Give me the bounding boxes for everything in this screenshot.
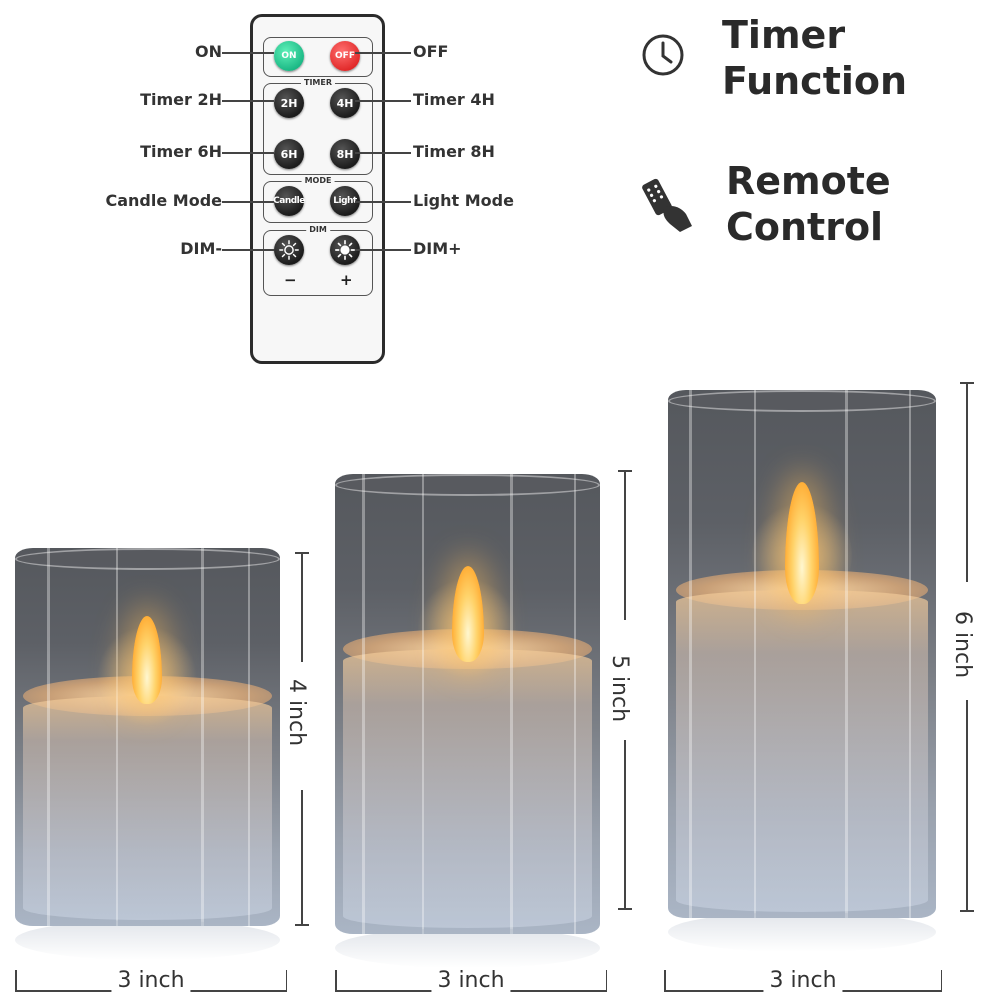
off-button[interactable]: OFF [330,41,360,71]
glass-highlight [200,548,204,926]
leader-line [222,249,274,251]
timer-group-label: TIMER [300,77,336,89]
height-dimension-large [960,382,974,912]
height-label-large: 6 inch [950,610,976,679]
power-group: ON OFF [263,37,373,77]
timer-4h-button[interactable]: 4H [330,88,360,118]
timer-group: TIMER 2H 4H 6H 8H [263,77,373,175]
glass-highlight [573,474,576,934]
timer-6h-button[interactable]: 6H [274,139,304,169]
label-light-mode: Light Mode [413,191,514,210]
label-on: ON [195,42,222,61]
sun-filled-icon [335,240,355,260]
width-dimension-medium: 3 inch [335,968,607,994]
height-dimension-small [295,552,309,926]
function-line: Function [722,59,908,103]
glass-highlight [248,548,251,926]
candle-mode-button[interactable]: Candle [273,186,305,216]
wax-body [342,649,593,928]
glass-highlight [909,390,912,918]
glass-highlight [844,390,848,918]
width-label-small: 3 inch [111,968,191,993]
wax-body [22,696,273,920]
dim-minus-button[interactable] [274,235,304,265]
leader-line [222,152,274,154]
label-timer-2h: Timer 2H [140,90,222,109]
height-dimension-medium [618,470,632,910]
timer-2h-button[interactable]: 2H [274,88,304,118]
remote-hand-icon [642,178,692,232]
mode-group-label: MODE [301,175,335,187]
label-timer-4h: Timer 4H [413,90,495,109]
remote-line: Remote [726,159,891,203]
candle-small [15,548,280,960]
leader-line [222,100,274,102]
label-off: OFF [413,42,449,61]
glass-highlight [689,390,693,918]
label-candle-mode: Candle Mode [105,191,222,210]
leader-line [355,52,411,54]
width-label-large: 3 inch [763,968,843,993]
height-label-small: 4 inch [284,678,310,747]
clock-icon [642,34,684,76]
width-dimension-large: 3 inch [664,968,942,994]
candle-medium [335,474,600,968]
glass-cylinder [668,390,936,918]
glass-highlight [509,474,513,934]
leader-line [355,249,411,251]
leader-line [355,152,411,154]
timer-function-heading: Timer Function [722,12,907,104]
mode-group: MODE Candle Light [263,175,373,223]
width-label-medium: 3 inch [431,968,511,993]
label-dim-plus: DIM+ [413,239,462,258]
candle-reflection [668,912,936,952]
glass-cylinder [335,474,600,934]
sun-outline-icon [279,240,299,260]
glass-highlight [361,474,365,934]
remote-control: ON OFF TIMER 2H 4H 6H 8H MODE Candle Lig… [250,14,385,364]
label-dim-minus: DIM- [180,239,222,258]
dim-minus-sign: − [284,271,297,289]
height-label-medium: 5 inch [607,654,633,723]
control-line: Control [726,205,884,249]
label-timer-8h: Timer 8H [413,142,495,161]
glass-highlight [46,548,50,926]
candle-reflection [15,920,280,960]
dim-group: DIM − [263,224,373,296]
timer-line: Timer [722,13,846,57]
glass-highlight [422,474,425,934]
glass-highlight [115,548,118,926]
width-dimension-small: 3 inch [15,968,287,994]
remote-control-heading: Remote Control [726,158,891,250]
leader-line [355,100,411,102]
candle-large [668,390,936,952]
timer-8h-button[interactable]: 8H [330,139,360,169]
candle-reflection [335,928,600,968]
leader-line [355,201,411,203]
wax-body [676,590,928,912]
leader-line [222,52,274,54]
dim-plus-sign: + [340,271,353,289]
on-button[interactable]: ON [274,41,304,71]
leader-line [222,201,274,203]
glass-cylinder [15,548,280,926]
label-timer-6h: Timer 6H [140,142,222,161]
glass-highlight [753,390,756,918]
dim-group-label: DIM [306,224,330,236]
